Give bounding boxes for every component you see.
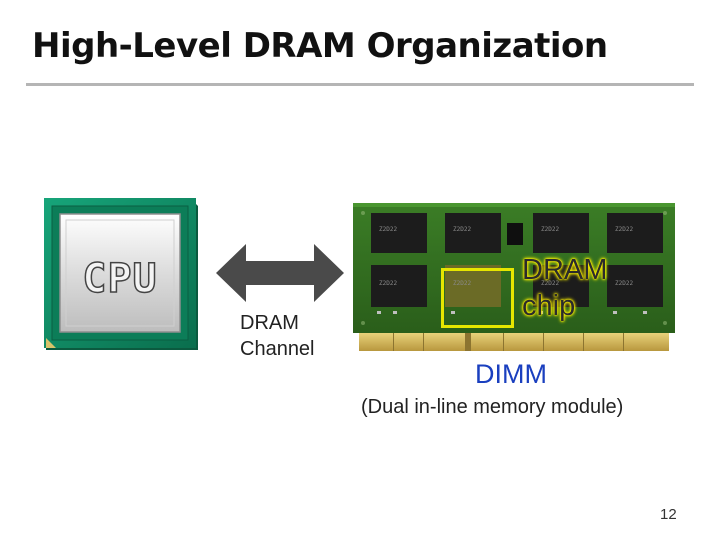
double-arrow-icon [216,244,344,302]
dimm-description: (Dual in-line memory module) [361,396,624,418]
dram-chip-highlight [441,268,514,328]
title-divider [26,83,694,86]
svg-text:Z2D22: Z2D22 [615,280,633,287]
dram-chip-row-bottom [371,265,663,307]
svg-text:Z2D22: Z2D22 [541,226,559,233]
svg-text:Z2D22: Z2D22 [615,226,633,233]
dram-channel-line1: DRAM [240,312,299,334]
svg-text:Z2D22: Z2D22 [541,280,559,287]
svg-text:Z2D22: Z2D22 [453,226,471,233]
memory-module-icon: Z2D22 Z2D22 Z2D22 Z2D22 Z2D22 Z2D22 Z2D2… [353,203,675,351]
svg-text:Z2D22: Z2D22 [379,280,397,287]
cpu-chip-icon: CPU [44,198,198,350]
dram-chip-label: DRAM chip [522,252,607,324]
svg-text:Z2D22: Z2D22 [453,280,471,287]
svg-text:CPU: CPU [82,256,157,302]
cpu-label: CPU [82,255,158,303]
dram-chip-line2: chip [522,290,576,322]
svg-text:Z2D22: Z2D22 [379,226,397,233]
dram-channel-label: DRAM Channel [240,310,315,362]
page-number: 12 [660,506,677,523]
dram-channel-line2: Channel [240,338,315,360]
dimm-label: DIMM [475,359,547,389]
dram-chip-line1: DRAM [522,254,608,286]
dram-chip-row-top [371,213,663,253]
slide-title: High-Level DRAM Organization [32,26,608,66]
